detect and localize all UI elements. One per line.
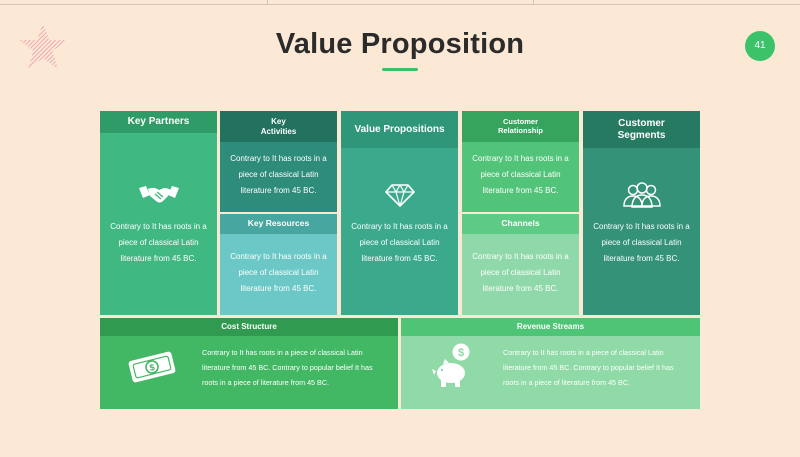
cost-structure-text: Contrary to It has roots in a piece of c… (202, 348, 373, 387)
top-divider-left (0, 0, 268, 5)
value-propositions-block: Value Propositions Contrary to It has ro… (341, 111, 458, 315)
key-activities-text: Contrary to It has roots in a piece of c… (230, 154, 327, 195)
value-propositions-text: Contrary to It has roots in a piece of c… (351, 222, 448, 263)
title-underline (382, 68, 418, 71)
customer-segments-header-line2: Segments (617, 129, 666, 141)
customer-relationship-text: Contrary to It has roots in a piece of c… (472, 154, 569, 195)
channels-text: Contrary to It has roots in a piece of c… (472, 252, 569, 293)
key-partners-block: Key Partners Contrary to It has roots in… (100, 111, 217, 315)
top-divider-right (534, 0, 800, 5)
key-activities-block: Key Activities Contrary to It has roots … (220, 111, 337, 212)
key-resources-text: Contrary to It has roots in a piece of c… (230, 252, 327, 293)
channels-block: Channels Contrary to It has roots in a p… (462, 214, 579, 315)
customer-relationship-block: Customer Relationship Contrary to It has… (462, 111, 579, 212)
customer-segments-text: Contrary to It has roots in a piece of c… (593, 222, 690, 263)
revenue-streams-block: Revenue Streams $ Contrary to It has roo… (401, 318, 700, 409)
users-icon (622, 182, 661, 208)
diamond-icon (384, 184, 415, 207)
revenue-streams-header: Revenue Streams (401, 318, 700, 336)
key-resources-block: Key Resources Contrary to It has roots i… (220, 214, 337, 315)
customer-relationship-header-line1: Customer (502, 116, 538, 126)
svg-text:$: $ (148, 362, 155, 373)
top-divider-middle (268, 0, 534, 5)
key-activities-header: Key Activities (220, 111, 337, 142)
value-propositions-header: Value Propositions (341, 111, 458, 148)
key-activities-header-line2: Activities (260, 126, 297, 136)
key-resources-header: Key Resources (220, 214, 337, 234)
customer-relationship-header-line2: Relationship (497, 125, 543, 135)
customer-segments-header-line1: Customer (618, 118, 665, 129)
handshake-icon (138, 186, 179, 203)
page-title: Value Proposition (275, 28, 525, 60)
cost-structure-header: Cost Structure (100, 318, 398, 336)
cost-structure-block: Cost Structure $ Contrary to It has root… (100, 318, 398, 409)
revenue-streams-text: Contrary to It has roots in a piece of c… (503, 348, 674, 387)
channels-header: Channels (462, 214, 579, 234)
key-activities-header-line1: Key (271, 117, 286, 127)
customer-relationship-header: Customer Relationship (462, 111, 579, 142)
piggy-bank-icon: $ (432, 343, 470, 387)
key-partners-text: Contrary to It has roots in a piece of c… (110, 222, 207, 263)
money-bill-icon: $ (128, 351, 176, 383)
customer-segments-header: Customer Segments (583, 111, 700, 148)
customer-segments-block: Customer Segments Contrary to It has roo… (583, 111, 700, 315)
page-number-badge: 41 (745, 31, 775, 61)
svg-text:$: $ (458, 347, 464, 359)
key-partners-header: Key Partners (100, 111, 217, 133)
star-icon (19, 23, 67, 69)
